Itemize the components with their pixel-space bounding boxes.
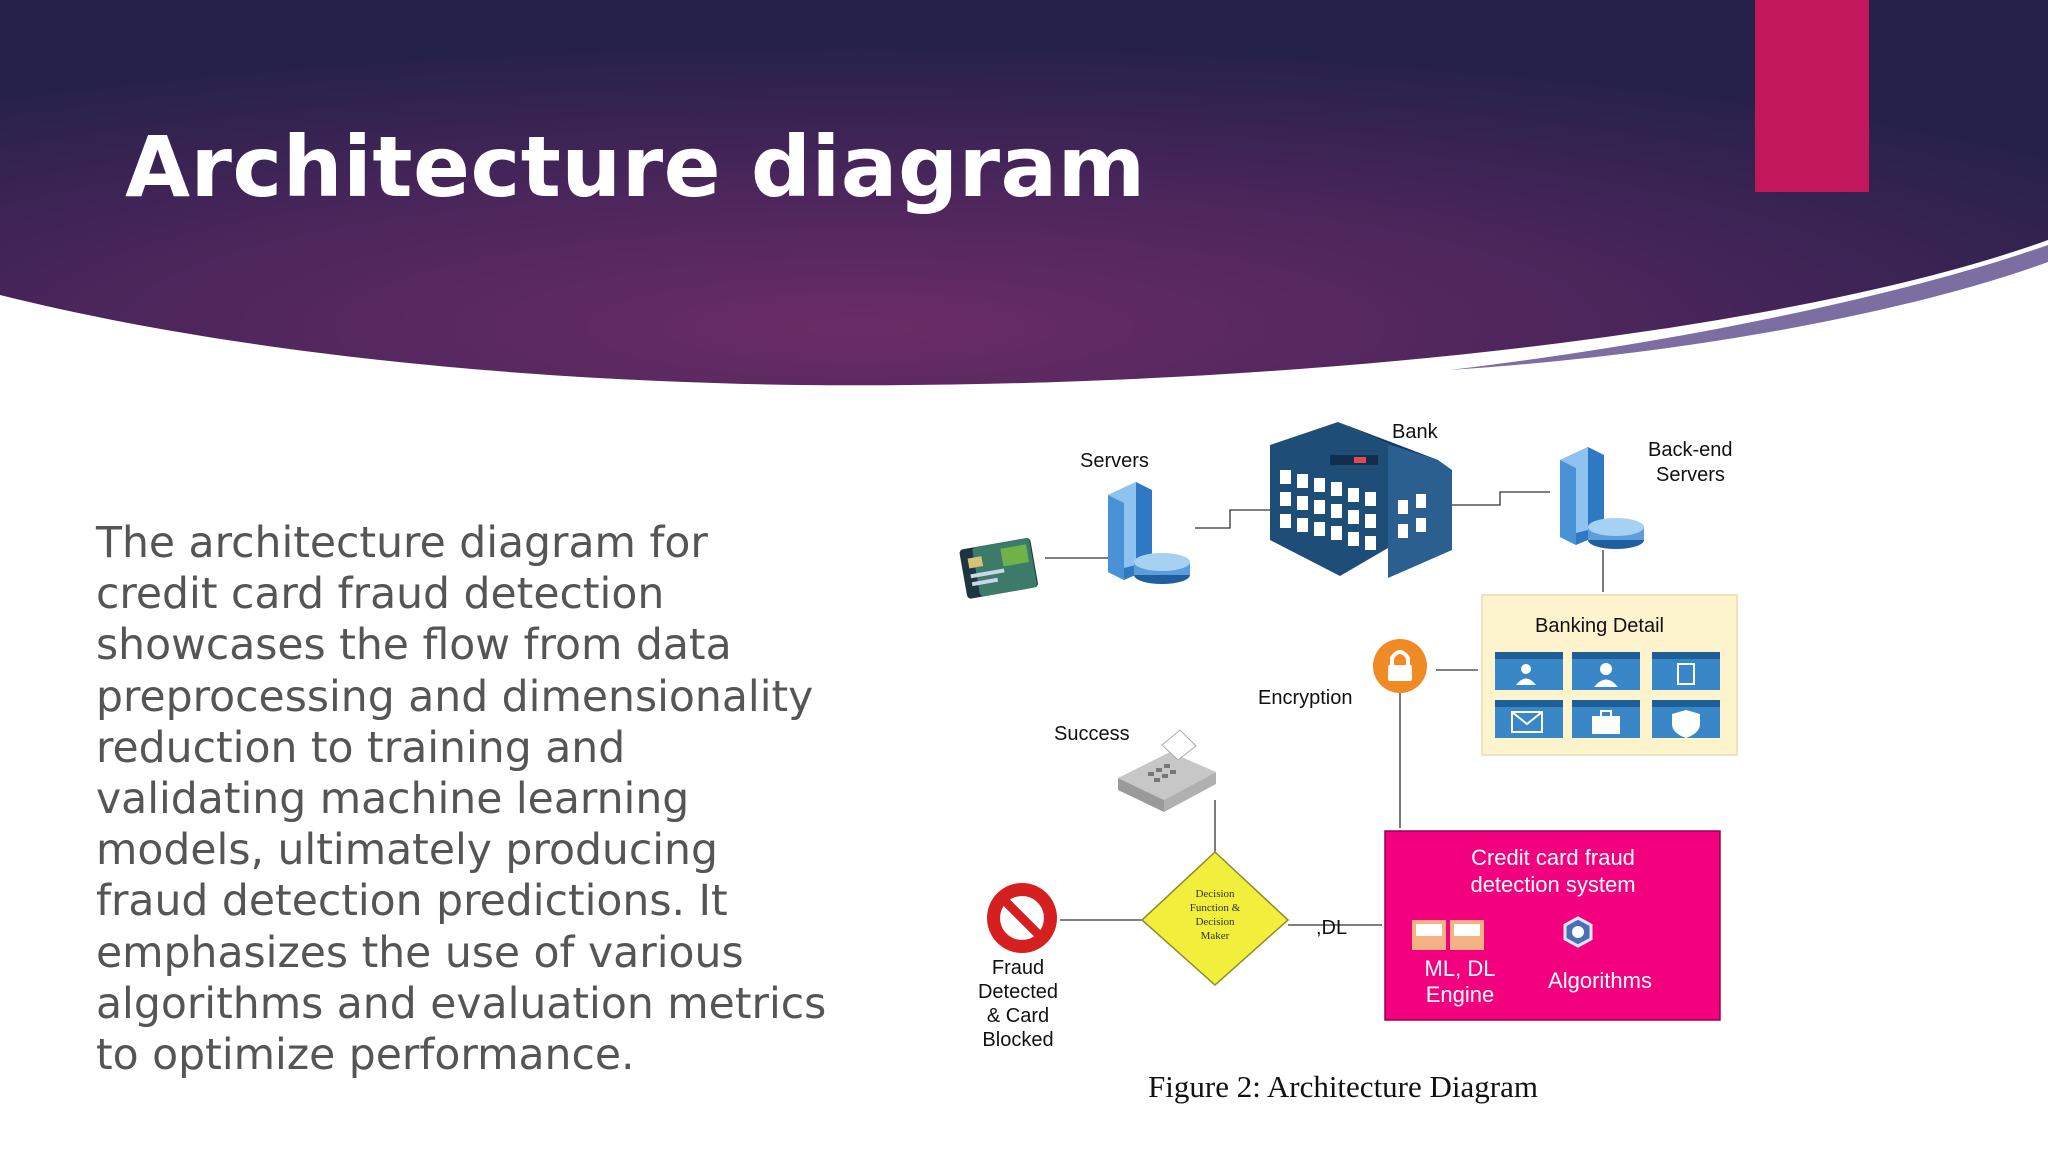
decision-label-line4: Maker [1201,930,1230,942]
bank-windows [1280,470,1426,550]
server-to-bank-line [1195,509,1270,529]
accent-bar [1755,0,1869,192]
server-icon [1108,482,1190,584]
dl-label: ,DL [1316,917,1347,939]
backend-servers-label-line2: Servers [1656,464,1725,486]
pos-terminal-icon [1118,729,1216,812]
bank-building-icon [1270,422,1452,578]
bank-to-backend-line [1452,491,1550,506]
ml-engine-label-line2: Engine [1426,982,1495,1007]
decision-label-line3: Decision [1195,916,1235,928]
user-icon [1521,664,1531,674]
profile-icon [1600,663,1612,675]
shield-check-icon [1672,710,1700,738]
decision-diamond: Decision Function & Decision Maker [1140,850,1290,987]
slide-title: Architecture diagram [125,118,1146,216]
servers-label: Servers [1080,450,1149,472]
mail-icon [1511,711,1543,733]
banking-detail-title: Banking Detail [1535,615,1664,637]
blocked-icon [987,883,1057,953]
briefcase-icon [1592,716,1620,734]
document-icon [1677,663,1695,685]
fraud-system-title-line2: detection system [1470,872,1635,897]
architecture-diagram: Servers Bank Back-end Servers [959,421,1738,1104]
decision-label-line1: Decision [1195,888,1235,900]
algorithm-icon [1563,916,1593,948]
banking-detail-panel: Banking Detail [1481,594,1738,756]
banking-tile-icons [1511,663,1700,738]
decision-label-line2: Function & [1190,902,1241,914]
encryption-label: Encryption [1258,687,1353,709]
credit-card-icon [959,538,1038,599]
fraud-system-title-line1: Credit card fraud [1471,845,1635,870]
fraud-detection-system-box: Credit card fraud detection system ML, D… [1384,830,1721,1021]
figure-caption: Figure 2: Architecture Diagram [1148,1069,1538,1104]
backend-servers-label-line1: Back-end [1648,439,1733,461]
fraud-blocked-label-line2: Detected [978,981,1058,1003]
backend-server-icon [1560,447,1644,549]
success-label: Success [1054,723,1130,745]
fraud-blocked-label-line3: & Card [987,1005,1049,1027]
fraud-blocked-label-line1: Fraud [992,957,1044,979]
ml-engine-icon [1412,920,1484,950]
bank-label: Bank [1392,421,1439,443]
slide-body-text: The architecture diagram for credit card… [96,519,827,1081]
fraud-blocked-label-line4: Blocked [982,1029,1053,1051]
ml-engine-label-line1: ML, DL [1425,956,1496,981]
algorithms-label: Algorithms [1548,968,1652,993]
connector-lines [1045,491,1604,926]
header-band [0,0,2048,386]
lock-icon [1373,639,1427,693]
